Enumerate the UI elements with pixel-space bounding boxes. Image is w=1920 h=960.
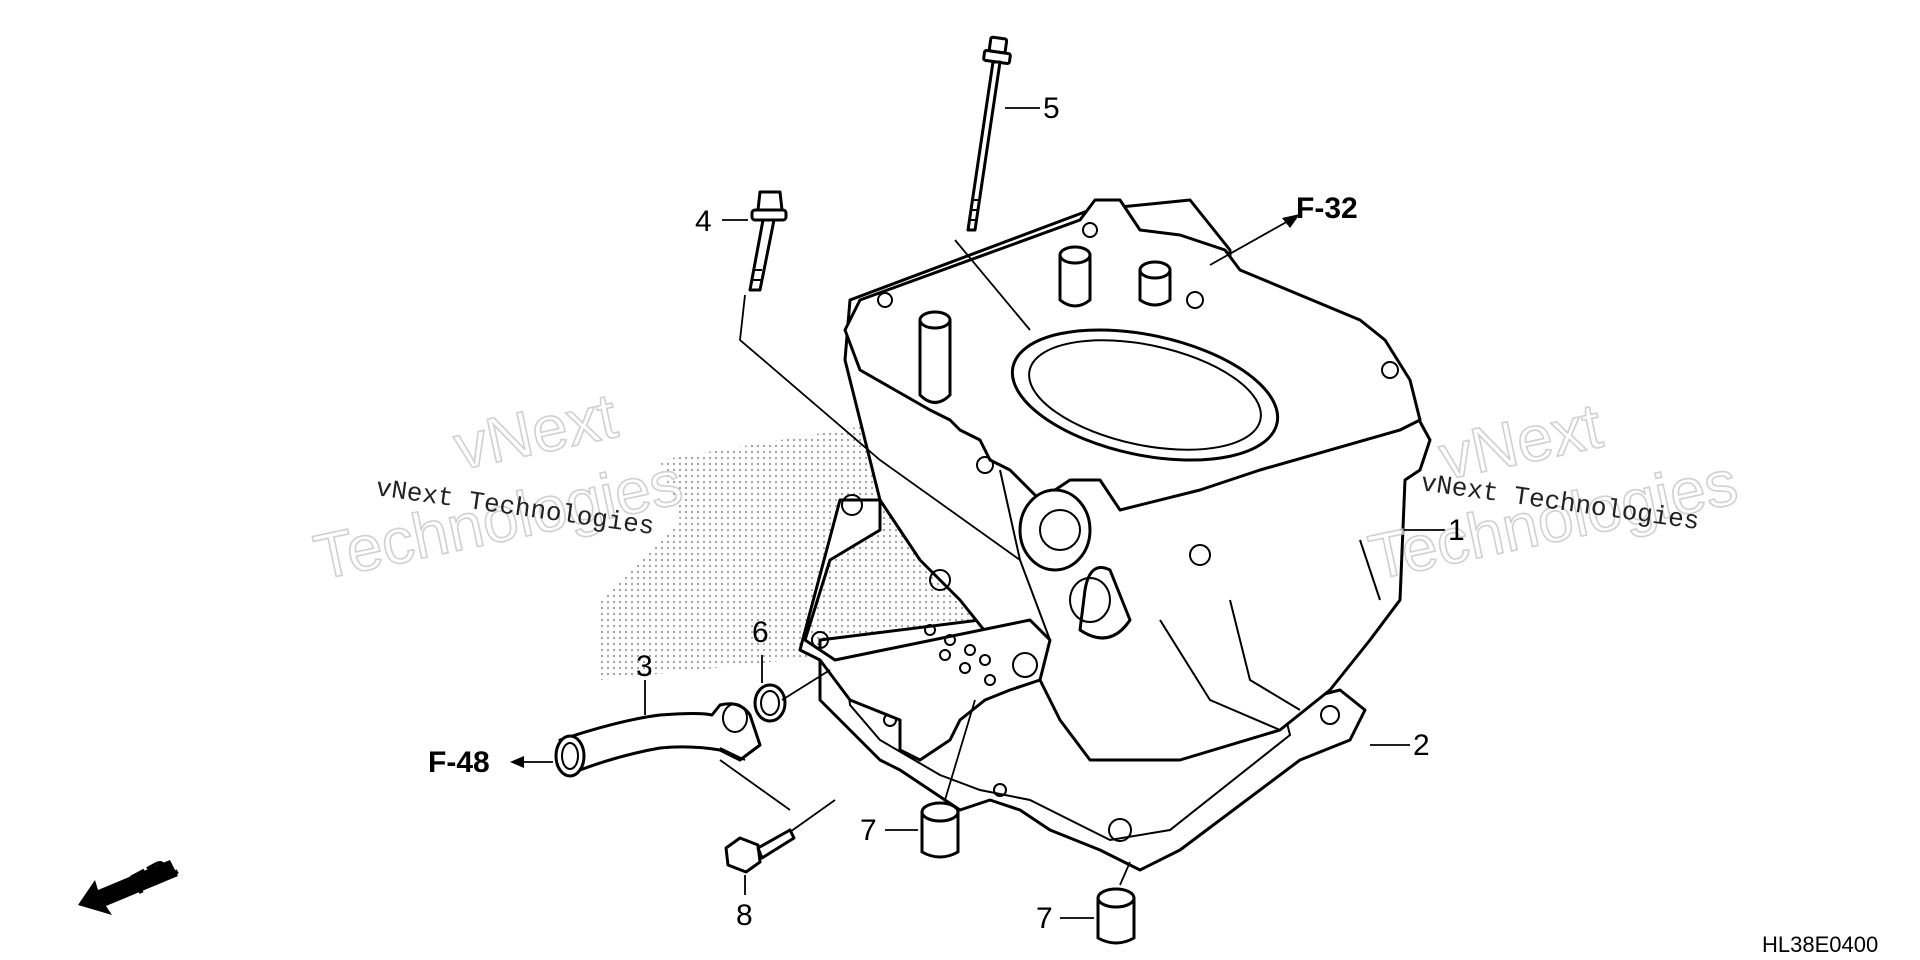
water-pipe[interactable]	[554, 702, 762, 778]
o-ring[interactable]	[753, 683, 787, 723]
arrow-to-f32	[1209, 214, 1300, 266]
cylinder[interactable]	[798, 198, 1432, 762]
flange-bolt-short[interactable]	[748, 190, 788, 292]
flange-bolt-small[interactable]	[724, 828, 796, 874]
reference-f48[interactable]: F-48	[428, 746, 490, 779]
callout-7-lower: 7	[1036, 902, 1053, 935]
callout-2: 2	[1413, 729, 1430, 762]
callout-3: 3	[636, 650, 653, 683]
callout-7-upper: 7	[860, 814, 877, 847]
arrow-to-f48	[510, 756, 553, 768]
dowel-pin-lower[interactable]	[1096, 887, 1136, 945]
callout-8: 8	[736, 899, 753, 932]
stud-bolt[interactable]	[966, 35, 1012, 232]
callout-1: 1	[1448, 514, 1465, 547]
diagram-code: HL38E0400	[1762, 932, 1878, 957]
callout-6: 6	[752, 616, 769, 649]
hole-cluster	[924, 624, 996, 686]
reference-f32[interactable]: F-32	[1296, 192, 1358, 225]
callout-5: 5	[1043, 92, 1060, 125]
callout-4: 4	[695, 205, 712, 238]
dowel-pin-upper[interactable]	[920, 801, 960, 859]
watermark-left: vNext Technologies vNext Technologies	[307, 378, 689, 594]
front-arrow-icon	[78, 860, 178, 915]
